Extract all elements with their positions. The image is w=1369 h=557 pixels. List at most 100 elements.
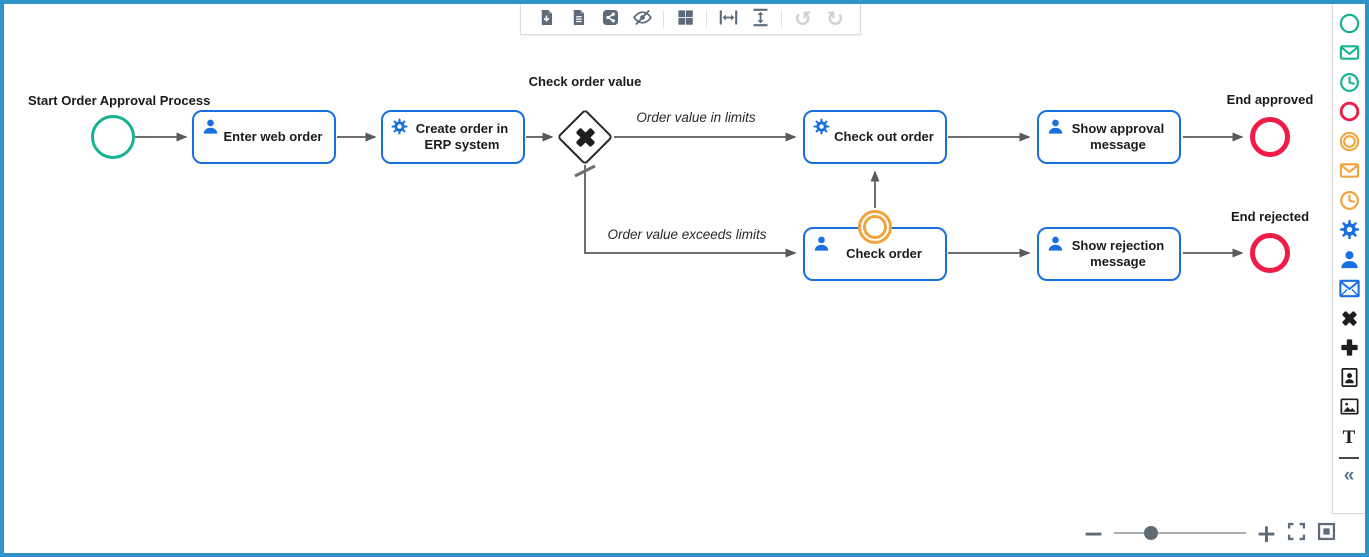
- fit-width-icon: [718, 7, 739, 31]
- toolbar: ↺ ↻: [520, 4, 861, 35]
- task-create-order-erp[interactable]: Create order in ERP system: [381, 110, 525, 164]
- plus-icon: +: [1256, 518, 1277, 548]
- task-label: Show rejection message: [1071, 237, 1165, 269]
- share-button[interactable]: [597, 6, 623, 32]
- end-event-rejected[interactable]: [1250, 233, 1290, 273]
- fit-height-icon: [750, 7, 771, 31]
- toolbar-separator: [781, 10, 782, 28]
- user-icon: [1046, 234, 1065, 258]
- palette-service-task[interactable]: [1333, 217, 1365, 247]
- user-icon: [201, 117, 220, 141]
- toolbar-separator: [706, 10, 707, 28]
- fit-view-button[interactable]: [1316, 521, 1337, 545]
- redo-button[interactable]: ↻: [822, 6, 848, 32]
- palette-parallel-gateway[interactable]: [1333, 335, 1365, 365]
- fullscreen-icon: [1286, 521, 1307, 545]
- gateway-x-icon: [565, 117, 605, 157]
- undo-button[interactable]: ↺: [790, 6, 816, 32]
- grid-layout-button[interactable]: [672, 6, 698, 32]
- default-flow-marker: [574, 164, 596, 178]
- user-icon: [812, 234, 831, 258]
- palette-end-event[interactable]: [1333, 99, 1365, 129]
- task-label: Create order in ERP system: [415, 120, 509, 152]
- minus-icon: −: [1083, 518, 1105, 548]
- gear-icon: [1338, 218, 1361, 244]
- document-icon: [569, 8, 588, 30]
- palette-message-intermediate-event[interactable]: [1333, 158, 1365, 188]
- message-intermediate-icon: [1338, 159, 1361, 185]
- fullscreen-button[interactable]: [1286, 521, 1307, 545]
- palette-message-start-event[interactable]: [1333, 40, 1365, 70]
- palette-divider: [1339, 456, 1359, 459]
- start-event[interactable]: [91, 115, 135, 159]
- fit-view-icon: [1316, 521, 1337, 545]
- gateway-label[interactable]: Check order value: [528, 74, 642, 89]
- task-check-out-order[interactable]: Check out order: [803, 110, 947, 164]
- end-event-icon: [1338, 100, 1361, 126]
- palette-collapse-button[interactable]: «: [1333, 461, 1365, 491]
- zoom-in-button[interactable]: +: [1256, 521, 1277, 546]
- export-download-icon: [537, 8, 556, 30]
- task-show-approval-message[interactable]: Show approval message: [1037, 110, 1181, 164]
- export-download-button[interactable]: [533, 6, 559, 32]
- document-button[interactable]: [565, 6, 591, 32]
- image-icon: [1338, 395, 1361, 421]
- plus-icon: [1338, 336, 1361, 362]
- task-show-rejection-message[interactable]: Show rejection message: [1037, 227, 1181, 281]
- fit-height-button[interactable]: [747, 6, 773, 32]
- task-label: Check order: [846, 245, 922, 261]
- diagram-canvas[interactable]: Start Order Approval Process Enter web o…: [4, 4, 1365, 553]
- share-icon: [601, 8, 620, 30]
- timer-start-icon: [1338, 71, 1361, 97]
- sequence-flows: [135, 132, 1244, 258]
- end-event-approved[interactable]: [1250, 117, 1290, 157]
- eye-slash-icon: [632, 7, 653, 31]
- flow-exceeds-limits[interactable]: [584, 165, 797, 258]
- palette-intermediate-event[interactable]: [1333, 128, 1365, 158]
- palette-timer-intermediate-event[interactable]: [1333, 187, 1365, 217]
- user-icon: [1338, 248, 1361, 274]
- palette-user-task[interactable]: [1333, 246, 1365, 276]
- palette-send-task[interactable]: [1333, 276, 1365, 306]
- zoom-controls: − +: [1083, 516, 1337, 550]
- end-rejected-label[interactable]: End rejected: [1230, 209, 1310, 224]
- hide-visibility-button[interactable]: [629, 6, 655, 32]
- boundary-event-inner-circle: [863, 215, 887, 239]
- zoom-slider-knob[interactable]: [1144, 526, 1159, 540]
- task-label: Enter web order: [223, 128, 323, 144]
- gateway-x-icon: [1338, 307, 1361, 333]
- send-task-icon: [1338, 277, 1361, 303]
- palette-image[interactable]: [1333, 394, 1365, 424]
- palette-text-annotation[interactable]: T: [1333, 423, 1365, 453]
- start-event-label[interactable]: Start Order Approval Process: [28, 93, 211, 108]
- palette-timer-start-event[interactable]: [1333, 69, 1365, 99]
- user-icon: [1046, 117, 1065, 141]
- palette-exclusive-gateway[interactable]: [1333, 305, 1365, 335]
- palette-start-event[interactable]: [1333, 10, 1365, 40]
- gear-icon: [390, 117, 409, 141]
- zoom-out-button[interactable]: −: [1083, 521, 1104, 546]
- grid-icon: [676, 8, 695, 30]
- task-label: Show approval message: [1071, 120, 1165, 152]
- task-label: Check out order: [834, 128, 934, 144]
- collapse-chevrons-icon: «: [1343, 464, 1355, 486]
- toolbar-separator: [663, 10, 665, 28]
- end-approved-label[interactable]: End approved: [1226, 92, 1314, 107]
- task-enter-web-order[interactable]: Enter web order: [192, 110, 336, 164]
- shape-palette: T «: [1332, 4, 1365, 514]
- intermediate-event-icon: [1338, 130, 1361, 156]
- palette-user-badge[interactable]: [1333, 364, 1365, 394]
- zoom-slider-track: [1114, 532, 1247, 534]
- zoom-slider[interactable]: [1114, 526, 1247, 540]
- redo-icon: ↻: [826, 6, 844, 31]
- message-start-icon: [1338, 41, 1361, 67]
- boundary-intermediate-event[interactable]: [858, 210, 892, 244]
- start-event-icon: [1338, 12, 1361, 38]
- flow-label-exceeds-limits[interactable]: Order value exceeds limits: [607, 227, 767, 242]
- fit-width-button[interactable]: [715, 6, 741, 32]
- gear-icon: [812, 117, 831, 141]
- task-check-order[interactable]: Check order: [803, 227, 947, 281]
- flow-label-in-limits[interactable]: Order value in limits: [636, 110, 756, 125]
- user-badge-icon: [1338, 366, 1361, 392]
